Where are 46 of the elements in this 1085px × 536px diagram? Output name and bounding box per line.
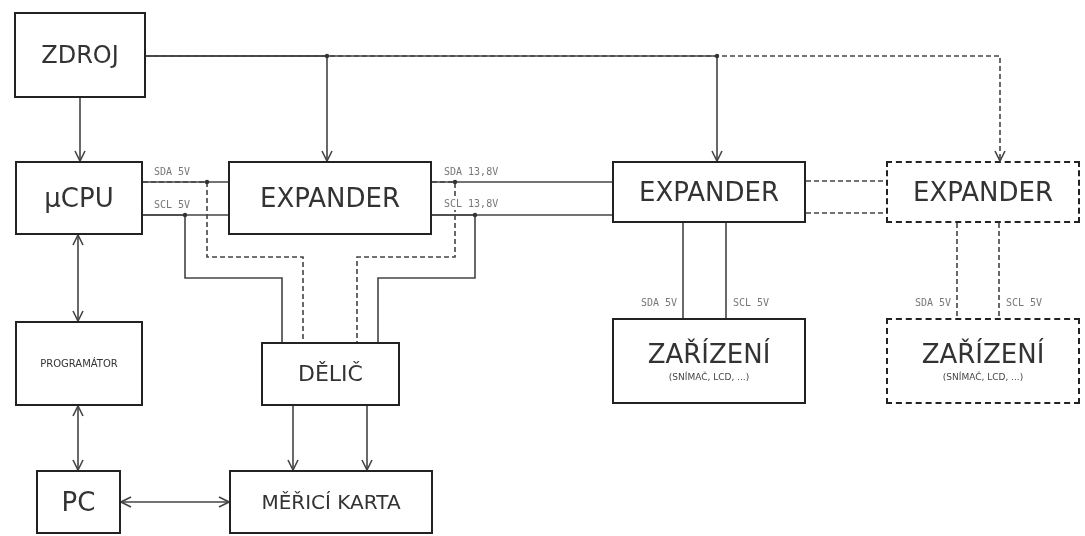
arrow [120,496,230,508]
arrow [287,405,299,471]
block-subtitle: (SNÍMAČ, LCD, ...) [668,372,750,383]
arrow [145,55,1006,162]
block-label: DĚLIČ [298,361,363,387]
edge-label: SCL 5V [1005,297,1044,309]
connector-line [142,214,283,343]
block-label: ZDROJ [41,41,119,69]
block-label: μCPU [44,183,114,213]
block-label: PROGRAMÁTOR [40,358,118,369]
block-box [15,161,143,235]
edge-label: SCL 13,8V [443,198,500,210]
connector-line [956,222,958,319]
block-box [886,318,1080,404]
edge-label: SDA 13,8V [443,166,500,178]
connector-line [725,222,727,319]
connector-line [998,222,1000,319]
arrow [72,234,84,322]
edge-label: SCL 5V [153,199,192,211]
edge-label: SDA 5V [153,166,192,178]
block-box [612,161,806,223]
block-label: MĚŘICÍ KARTA [261,491,401,513]
arrow [74,97,86,162]
block-box [229,470,433,534]
block-label: ZAŘÍZENÍ [921,339,1045,369]
block-box [14,12,146,98]
connector-line [682,222,684,319]
edge-label: SDA 5V [639,297,678,309]
block-label: EXPANDER [260,183,400,213]
connector-line [356,181,456,343]
arrow [72,405,84,471]
edge-label: SCL 5V [732,297,771,309]
block-box [261,342,400,406]
block-box [612,318,806,404]
block-box [15,321,143,406]
block-label: EXPANDER [913,177,1053,207]
block-box [228,161,432,235]
block-box [886,161,1080,223]
edge-label: SDA 5V [913,297,952,309]
block-box [36,470,121,534]
block-label: PC [61,487,96,517]
connector-line [377,214,476,343]
block-subtitle: (SNÍMAČ, LCD, ...) [942,372,1024,383]
block-label: EXPANDER [639,177,779,207]
arrow [361,405,373,471]
block-label: ZAŘÍZENÍ [647,339,771,369]
